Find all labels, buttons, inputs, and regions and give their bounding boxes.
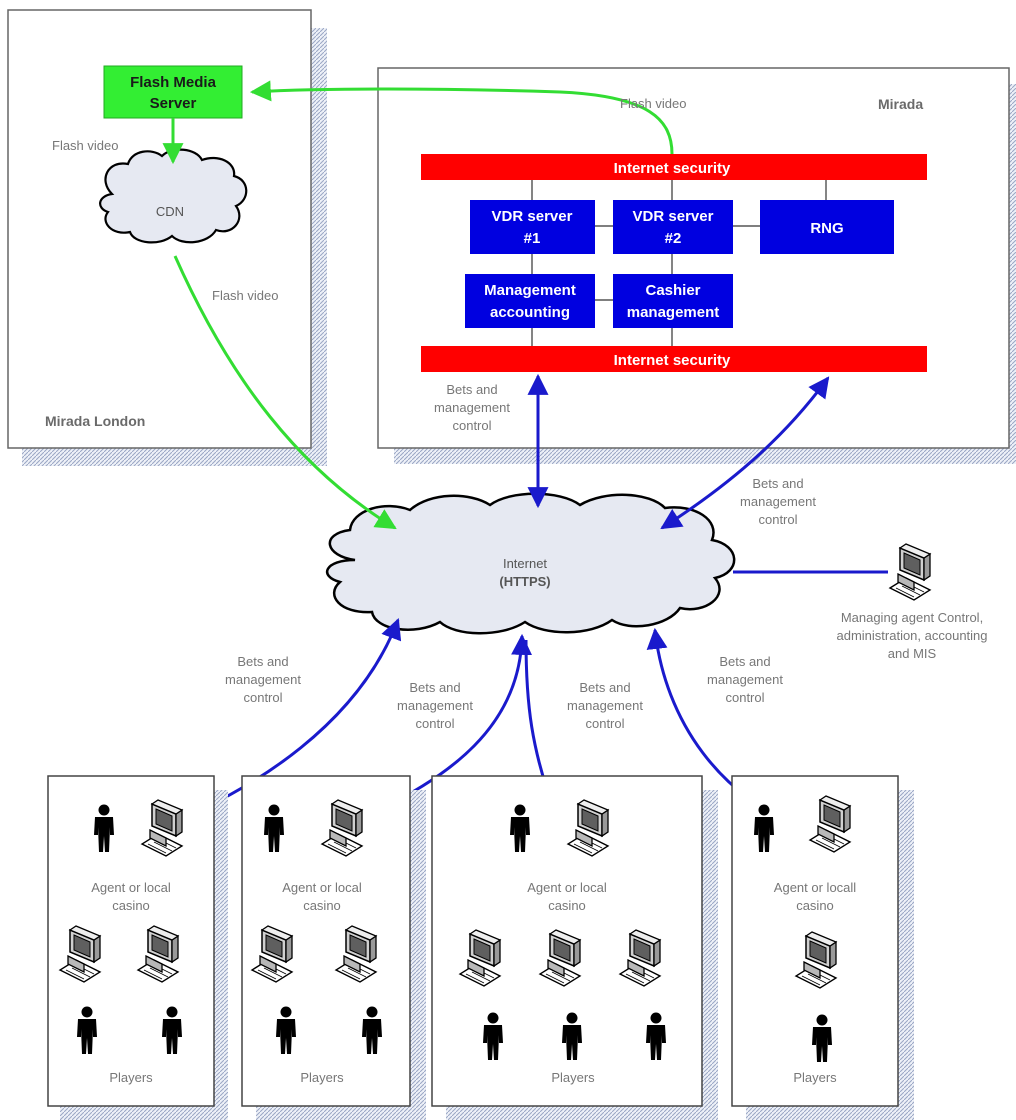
casino-panel-2: Agent or local casino Players bbox=[241, 775, 426, 1120]
svg-text:management: management bbox=[225, 672, 301, 687]
casino-panel-3: Agent or local casino Players bbox=[431, 775, 718, 1120]
internet-label-line1: Internet bbox=[503, 556, 547, 571]
svg-text:Bets and: Bets and bbox=[446, 382, 497, 397]
flash-video-label-mirada: Flash video bbox=[620, 96, 686, 111]
flash-media-server-box bbox=[103, 65, 243, 119]
flash-media-server-line2: Server bbox=[150, 95, 197, 112]
bets-label-casino-1: Bets and management control bbox=[225, 654, 301, 705]
cashier-management-box bbox=[613, 274, 733, 328]
casino-label-line2: casino bbox=[548, 898, 586, 913]
bets-label-casino-3: Bets and management control bbox=[567, 680, 643, 731]
casino-panel-4: Agent or locall casino Players bbox=[731, 775, 914, 1120]
svg-text:management: management bbox=[740, 494, 816, 509]
svg-text:management: management bbox=[397, 698, 473, 713]
managing-agent-computer-icon bbox=[889, 543, 931, 601]
svg-text:control: control bbox=[758, 512, 797, 527]
rng-box bbox=[760, 200, 894, 254]
casino-label-line2: casino bbox=[112, 898, 150, 913]
casino-label-line1: Agent or local bbox=[527, 880, 607, 895]
bets-arrow-mirada-right bbox=[660, 376, 830, 530]
svg-text:and MIS: and MIS bbox=[888, 646, 937, 661]
cashier-management-line1: Cashier bbox=[645, 282, 700, 299]
svg-text:control: control bbox=[725, 690, 764, 705]
bets-label-mirada-right: Bets and management control bbox=[740, 476, 816, 527]
internet-label-line2: (HTTPS) bbox=[499, 574, 550, 589]
casino-label-line1: Agent or locall bbox=[774, 880, 856, 895]
casino-label-line1: Agent or local bbox=[91, 880, 171, 895]
casino-label-line1: Agent or local bbox=[282, 880, 362, 895]
svg-text:control: control bbox=[243, 690, 282, 705]
svg-text:Bets and: Bets and bbox=[719, 654, 770, 669]
players-label: Players bbox=[109, 1070, 153, 1085]
players-label: Players bbox=[793, 1070, 837, 1085]
internet-security-top-label: Internet security bbox=[614, 160, 731, 177]
vdr-server-2-box bbox=[613, 200, 733, 254]
bets-label-mirada-left: Bets and management control bbox=[434, 382, 510, 433]
cdn-cloud-shape bbox=[99, 148, 248, 244]
svg-text:control: control bbox=[585, 716, 624, 731]
internet-security-bottom-label: Internet security bbox=[614, 352, 731, 369]
mirada-london-title: Mirada London bbox=[45, 413, 145, 429]
svg-text:Bets and: Bets and bbox=[752, 476, 803, 491]
flash-media-server-line1: Flash Media bbox=[130, 74, 217, 91]
svg-text:management: management bbox=[434, 400, 510, 415]
vdr-server-1-box bbox=[470, 200, 595, 254]
managing-agent-label: Managing agent Control, administration, … bbox=[836, 610, 987, 661]
players-label: Players bbox=[300, 1070, 344, 1085]
vdr-server-1-line1: VDR server bbox=[492, 208, 573, 225]
svg-text:administration, accounting: administration, accounting bbox=[836, 628, 987, 643]
flash-video-arrow-mirada-to-server bbox=[249, 80, 674, 155]
svg-text:control: control bbox=[452, 418, 491, 433]
flash-video-arrow-cdn-to-internet bbox=[173, 255, 397, 530]
rng-label: RNG bbox=[810, 220, 843, 237]
vdr-server-2-line2: #2 bbox=[665, 230, 682, 247]
players-label: Players bbox=[551, 1070, 595, 1085]
svg-text:Managing agent Control,: Managing agent Control, bbox=[841, 610, 983, 625]
vdr-server-2-line1: VDR server bbox=[633, 208, 714, 225]
internet-security-bottom-bar bbox=[421, 346, 927, 372]
casino-label-line2: casino bbox=[303, 898, 341, 913]
management-accounting-box bbox=[465, 274, 595, 328]
casino-label-line2: casino bbox=[796, 898, 834, 913]
casino-panel-1: Agent or local casino Players bbox=[47, 775, 228, 1120]
cdn-label: CDN bbox=[156, 204, 184, 219]
management-accounting-line1: Management bbox=[484, 282, 576, 299]
bets-label-casino-4: Bets and management control bbox=[707, 654, 783, 705]
svg-text:control: control bbox=[415, 716, 454, 731]
flash-video-label-server: Flash video bbox=[52, 138, 118, 153]
svg-text:management: management bbox=[567, 698, 643, 713]
svg-text:management: management bbox=[707, 672, 783, 687]
mirada-title: Mirada bbox=[878, 96, 923, 112]
svg-text:Bets and: Bets and bbox=[579, 680, 630, 695]
vdr-server-1-line2: #1 bbox=[524, 230, 541, 247]
internet-security-top-bar bbox=[421, 154, 927, 180]
svg-text:Bets and: Bets and bbox=[409, 680, 460, 695]
flash-video-label-cdn: Flash video bbox=[212, 288, 278, 303]
bets-label-casino-2: Bets and management control bbox=[397, 680, 473, 731]
svg-text:Bets and: Bets and bbox=[237, 654, 288, 669]
cashier-management-line2: management bbox=[627, 304, 720, 321]
management-accounting-line2: accounting bbox=[490, 304, 570, 321]
